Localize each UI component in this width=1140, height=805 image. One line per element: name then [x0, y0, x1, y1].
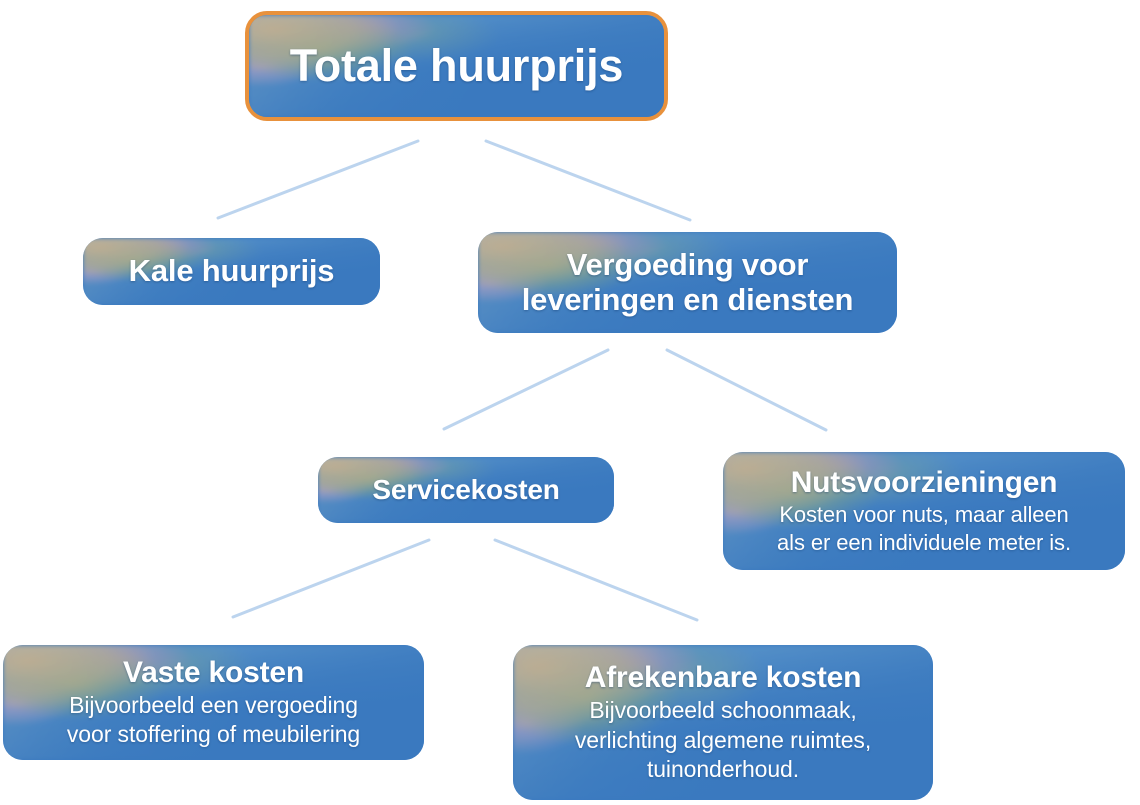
node-title: Nutsvoorzieningen: [790, 465, 1058, 499]
connector-servicekosten-to-vaste: [231, 538, 431, 619]
node-totale-huurprijs[interactable]: Totale huurprijs: [245, 11, 668, 121]
node-content: Afrekenbare kosten Bijvoorbeeld schoonma…: [513, 661, 933, 783]
node-content: Nutsvoorzieningen Kosten voor nuts, maar…: [723, 466, 1125, 556]
node-content: Totale huurprijs: [249, 39, 664, 91]
node-title-line-2: leveringen en diensten: [521, 281, 854, 317]
node-vergoeding-voor-leveringen-en-diensten[interactable]: Vergoeding voor leveringen en diensten: [478, 232, 897, 333]
node-title: Kale huurprijs: [128, 253, 335, 289]
node-content: Vergoeding voor leveringen en diensten: [478, 246, 897, 317]
texture-fade-overlay: [478, 232, 897, 333]
connector-root-to-kale: [216, 139, 420, 220]
texture-fade-overlay: [723, 452, 1125, 570]
node-vaste-kosten[interactable]: Vaste kosten Bijvoorbeeld een vergoeding…: [3, 645, 424, 760]
node-title: Servicekosten: [372, 474, 560, 506]
connector-servicekosten-to-afrekenbare: [493, 538, 699, 622]
connector-root-to-vergoeding: [484, 139, 692, 222]
texture-fade-overlay: [3, 645, 424, 760]
texture-fade-overlay: [318, 457, 614, 523]
node-subtitle-line-1: Bijvoorbeeld schoonmaak,: [589, 697, 857, 724]
node-title: Totale huurprijs: [289, 39, 624, 91]
texture-fade-overlay: [513, 645, 933, 800]
connector-vergoeding-to-servicekosten: [442, 348, 610, 431]
texture-fade-overlay: [249, 15, 664, 117]
connector-vergoeding-to-nutsvoorzieningen: [665, 348, 828, 432]
texture-fade-overlay: [83, 238, 380, 305]
node-title-line-1: Vergoeding voor: [566, 246, 809, 282]
node-nutsvoorzieningen[interactable]: Nutsvoorzieningen Kosten voor nuts, maar…: [723, 452, 1125, 570]
node-subtitle-line-3: tuinonderhoud.: [646, 756, 800, 783]
node-subtitle-line-2: als er een individuele meter is.: [777, 529, 1071, 555]
node-title: Vaste kosten: [122, 656, 305, 690]
node-subtitle-line-2: verlichting algemene ruimtes,: [574, 726, 872, 753]
node-content: Vaste kosten Bijvoorbeeld een vergoeding…: [3, 656, 424, 749]
node-content: Servicekosten: [318, 474, 614, 505]
node-afrekenbare-kosten[interactable]: Afrekenbare kosten Bijvoorbeeld schoonma…: [513, 645, 933, 800]
node-title: Afrekenbare kosten: [584, 661, 862, 695]
node-content: Kale huurprijs: [83, 253, 380, 289]
node-subtitle-line-1: Bijvoorbeeld een vergoeding: [69, 691, 358, 718]
node-subtitle-line-1: Kosten voor nuts, maar alleen: [779, 501, 1069, 527]
node-subtitle-line-2: voor stoffering of meubilering: [66, 721, 361, 748]
node-kale-huurprijs[interactable]: Kale huurprijs: [83, 238, 380, 305]
node-servicekosten[interactable]: Servicekosten: [318, 457, 614, 523]
